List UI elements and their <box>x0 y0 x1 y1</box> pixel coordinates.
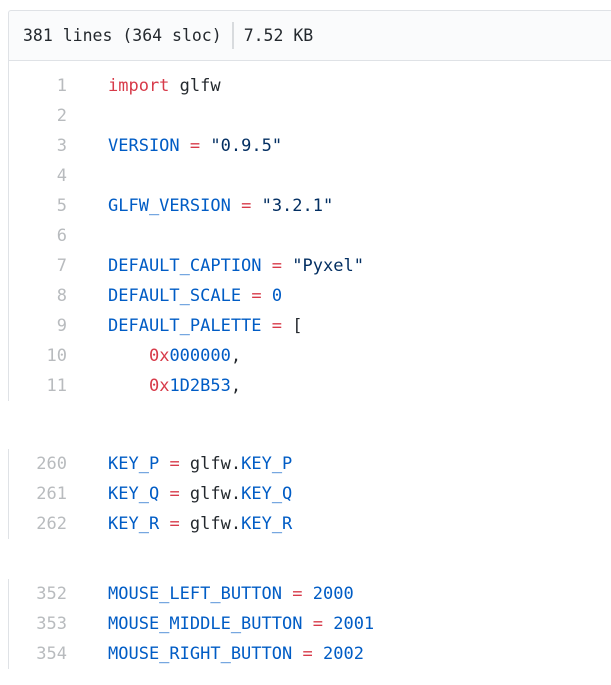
header-divider <box>231 22 234 49</box>
code-text: DEFAULT_PALETTE = [ <box>108 316 303 336</box>
line-number[interactable]: 6 <box>56 226 67 246</box>
code-text: MOUSE_LEFT_BUTTON = 2000 <box>108 584 354 604</box>
line-number[interactable]: 11 <box>46 376 67 396</box>
line-number[interactable]: 353 <box>36 614 67 634</box>
code-text: 0x000000, <box>148 346 242 366</box>
code-line-354: 354 MOUSE_RIGHT_BUTTON = 2002 <box>9 639 611 669</box>
code-text <box>67 221 108 251</box>
code-line-10: 10 0x000000, <box>9 341 611 371</box>
line-number[interactable]: 260 <box>36 454 67 474</box>
line-number[interactable]: 2 <box>56 106 67 126</box>
code-line-8: 8 DEFAULT_SCALE = 0 <box>9 281 611 311</box>
code-line-262: 262 KEY_R = glfw.KEY_R <box>9 509 611 539</box>
code-line-5: 5 GLFW_VERSION = "3.2.1" <box>9 191 611 221</box>
line-number[interactable]: 3 <box>56 136 67 156</box>
code-block-1: 1 import glfw 2 3 VERSION = "0.9.5" 4 5 GLFW_VE… <box>8 61 611 401</box>
code-line-7: 7 DEFAULT_CAPTION = "Pyxel" <box>9 251 611 281</box>
code-text: DEFAULT_CAPTION = "Pyxel" <box>108 256 364 276</box>
line-number[interactable]: 5 <box>56 196 67 216</box>
line-number[interactable]: 8 <box>56 286 67 306</box>
code-line-9: 9 DEFAULT_PALETTE = [ <box>9 311 611 341</box>
line-number[interactable]: 7 <box>56 256 67 276</box>
file-info-bar: 381 lines (364 sloc) 7.52 KB <box>8 10 611 61</box>
code-text: 0x1D2B53, <box>148 376 242 396</box>
code-line-11: 11 0x1D2B53, <box>9 371 611 401</box>
line-number[interactable]: 9 <box>56 316 67 336</box>
line-number[interactable]: 354 <box>36 644 67 664</box>
code-line-6: 6 <box>9 221 611 251</box>
code-text: KEY_Q = glfw.KEY_Q <box>108 484 293 504</box>
line-number[interactable]: 4 <box>56 166 67 186</box>
code-block-2: 260 KEY_P = glfw.KEY_P 261 KEY_Q = glfw.KEY… <box>8 449 611 539</box>
code-text <box>67 161 108 191</box>
code-line-261: 261 KEY_Q = glfw.KEY_Q <box>9 479 611 509</box>
line-number[interactable]: 262 <box>36 514 67 534</box>
code-text: KEY_P = glfw.KEY_P <box>108 454 293 474</box>
code-block-3: 352 MOUSE_LEFT_BUTTON = 2000 353 MOUSE_MIDD… <box>8 579 611 669</box>
code-line-1: 1 import glfw <box>9 71 611 101</box>
code-line-353: 353 MOUSE_MIDDLE_BUTTON = 2001 <box>9 609 611 639</box>
code-viewer: 1 import glfw 2 3 VERSION = "0.9.5" 4 5 GLFW_VE… <box>0 61 611 669</box>
file-lines-info: 381 lines (364 sloc) <box>23 26 222 45</box>
code-line-2: 2 <box>9 101 611 131</box>
file-size: 7.52 KB <box>243 26 314 45</box>
code-text: MOUSE_MIDDLE_BUTTON = 2001 <box>108 614 375 634</box>
code-text: DEFAULT_SCALE = 0 <box>108 286 283 306</box>
code-text <box>67 101 108 131</box>
code-text: KEY_R = glfw.KEY_R <box>108 514 293 534</box>
code-text: MOUSE_RIGHT_BUTTON = 2002 <box>108 644 364 664</box>
line-number[interactable]: 352 <box>36 584 67 604</box>
code-line-260: 260 KEY_P = glfw.KEY_P <box>9 449 611 479</box>
code-text: VERSION = "0.9.5" <box>108 136 283 156</box>
code-line-352: 352 MOUSE_LEFT_BUTTON = 2000 <box>9 579 611 609</box>
code-text: GLFW_VERSION = "3.2.1" <box>108 196 334 216</box>
line-number[interactable]: 261 <box>36 484 67 504</box>
line-number[interactable]: 10 <box>46 346 67 366</box>
code-text: import glfw <box>108 76 221 96</box>
line-number[interactable]: 1 <box>56 76 67 96</box>
code-line-4: 4 <box>9 161 611 191</box>
code-line-3: 3 VERSION = "0.9.5" <box>9 131 611 161</box>
